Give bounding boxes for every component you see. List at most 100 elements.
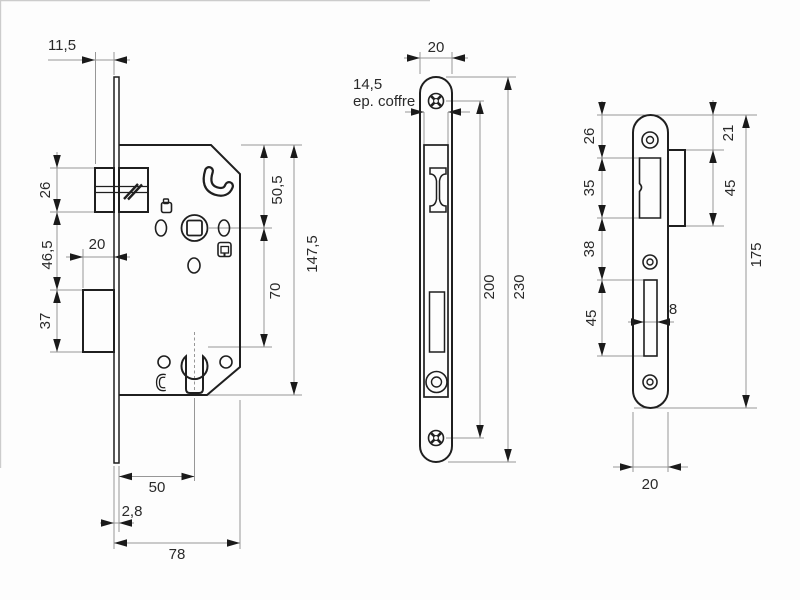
- dim-case-depth-label: 78: [169, 546, 186, 563]
- arrowhead: [114, 539, 127, 547]
- handle-return-slot-inner: [204, 168, 232, 195]
- arrowhead: [260, 215, 268, 228]
- cylinder-front-outer: [425, 370, 448, 394]
- arrowhead: [290, 382, 298, 395]
- dim-strike-top-to-latch-label: 26: [581, 128, 598, 145]
- retainer-clip-inner: [157, 374, 166, 391]
- arrowhead: [227, 539, 240, 547]
- arrowhead: [53, 199, 61, 212]
- arrowhead: [260, 145, 268, 158]
- dim-screw-spacing-label: 200: [481, 274, 498, 299]
- arrowhead: [411, 108, 424, 116]
- arrowhead: [119, 519, 132, 527]
- arrowhead: [504, 449, 512, 462]
- arrowhead: [53, 212, 61, 225]
- deadbolt-cutout: [643, 279, 658, 357]
- dim-latch-to-bolt-label: 46,5: [39, 240, 56, 269]
- dim-faceplate-height-label: 230: [511, 274, 528, 299]
- arrowhead: [53, 155, 61, 168]
- cylinder-front-inner: [430, 376, 443, 388]
- dim-strike-top-to-tab-label: 21: [720, 125, 737, 142]
- spindle-follower: [180, 214, 209, 242]
- spring-catch-inner: [220, 245, 230, 254]
- dim-backset-label: 50: [149, 479, 166, 496]
- arrowhead: [82, 56, 95, 64]
- arrowhead: [448, 108, 461, 116]
- dim-strike-bolt-cutout-label: 45: [583, 310, 600, 327]
- dim-plate-thickness-label: 2,8: [122, 503, 143, 520]
- deadbolt-front: [428, 291, 446, 353]
- arrowhead: [260, 334, 268, 347]
- arrowhead: [181, 472, 195, 481]
- stop-pin-detail: [160, 201, 173, 214]
- arrowhead: [657, 318, 670, 326]
- strike-screw-top: [641, 131, 659, 149]
- arrowhead: [598, 343, 606, 356]
- arrowhead: [598, 205, 606, 218]
- dim-latch-height-label: 26: [37, 182, 54, 199]
- arrowhead: [114, 56, 127, 64]
- stop-pin-tab: [162, 198, 170, 205]
- dim-strike-bolt-width-label: 8: [669, 301, 677, 318]
- dim-case-height-label: 147,5: [304, 235, 321, 273]
- dim-strike-latch-cutout-label: 35: [581, 180, 598, 197]
- dimension-labels: 11,5 26 46,5 20 37 50 2,8 78 50,5 70 147…: [37, 37, 765, 563]
- arrowhead: [53, 290, 61, 303]
- arrowhead: [598, 218, 606, 231]
- arrowhead: [598, 280, 606, 293]
- arrowhead: [598, 145, 606, 158]
- dim-spindle-to-cylinder-label: 70: [267, 283, 284, 300]
- dim-strike-tab-height-label: 45: [722, 180, 739, 197]
- cylinder-screw-hole-left: [157, 355, 171, 369]
- arrowhead: [709, 213, 717, 226]
- fixing-hole-left: [154, 219, 168, 237]
- arrowhead: [476, 425, 484, 438]
- latch-front-spool: [429, 167, 447, 213]
- lock-case-outline: [119, 144, 241, 396]
- arrowhead: [452, 54, 465, 62]
- dim-plate-width-label: 20: [428, 39, 445, 56]
- arrowhead: [504, 77, 512, 90]
- dim-strike-height-label: 175: [748, 242, 765, 267]
- fixing-hole-lower: [187, 257, 201, 274]
- side-view-group: [82, 76, 241, 464]
- arrowhead: [119, 472, 132, 481]
- arrowhead: [114, 253, 127, 261]
- arrowhead: [101, 519, 114, 527]
- strike-screw-middle: [642, 254, 658, 270]
- dimension-lines: [48, 52, 757, 549]
- arrowhead: [598, 158, 606, 171]
- arrowhead: [620, 463, 633, 471]
- faceplate-edge-on: [113, 76, 120, 464]
- fixing-hole-right: [217, 219, 231, 237]
- dim-strike-between-cutouts-label: 38: [581, 241, 598, 258]
- arrowhead: [742, 115, 750, 128]
- strike-plate-view-group: [632, 114, 686, 409]
- latch-bolt-body: [118, 167, 149, 213]
- deadbolt: [82, 289, 115, 353]
- faceplate-screw-bottom: [427, 429, 445, 447]
- arrowhead: [53, 339, 61, 352]
- arrowhead: [53, 277, 61, 290]
- arrowhead: [260, 228, 268, 241]
- arrowhead: [70, 253, 83, 261]
- arrowhead: [598, 267, 606, 280]
- dim-case-thickness-note: ep. coffre: [353, 93, 415, 110]
- arrowhead: [407, 54, 420, 62]
- dimension-arrowheads: [53, 54, 750, 547]
- dim-strike-width-label: 20: [642, 476, 659, 493]
- dim-bolt-throw-label: 20: [89, 236, 106, 253]
- latch-bolt-head: [94, 167, 115, 213]
- arrowhead: [598, 102, 606, 115]
- dim-case-thickness-label: 14,5: [353, 76, 382, 93]
- dim-top-to-spindle-label: 50,5: [269, 175, 286, 204]
- strike-plate-outline: [632, 114, 669, 409]
- arrowhead: [631, 318, 644, 326]
- arrowhead: [476, 101, 484, 114]
- spindle-square-hole: [186, 219, 203, 237]
- euro-cylinder-profile: [180, 354, 209, 394]
- arrowhead: [709, 150, 717, 163]
- scan-edge-artifacts: [0, 0, 430, 468]
